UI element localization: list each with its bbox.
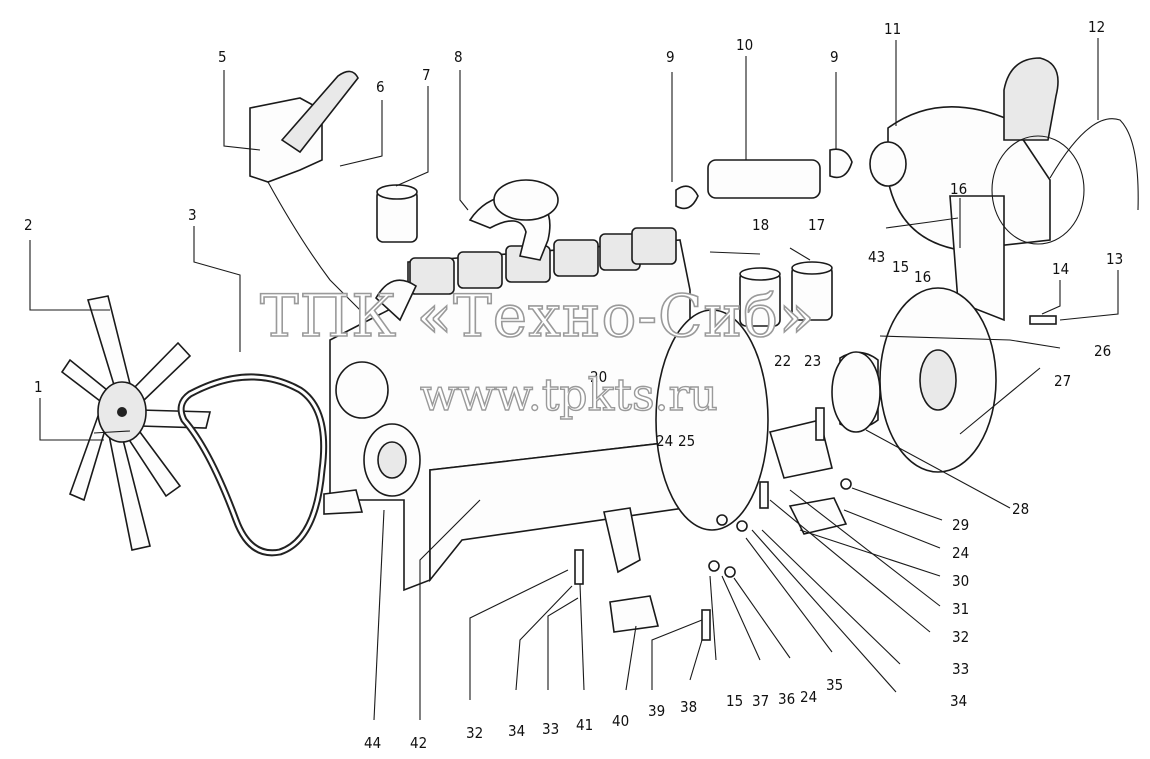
callout-36: 36	[778, 690, 795, 708]
callout-32b: 32	[466, 724, 483, 742]
callout-26: 26	[1094, 342, 1111, 360]
callout-18: 18	[752, 216, 769, 234]
callout-8: 8	[454, 48, 463, 66]
callout-9a: 9	[666, 48, 675, 66]
callout-34a: 34	[950, 692, 967, 710]
callout-5: 5	[218, 48, 227, 66]
callout-9b: 9	[830, 48, 839, 66]
callout-33a: 33	[952, 660, 969, 678]
callout-7: 7	[422, 66, 431, 84]
callout-23: 23	[804, 352, 821, 370]
callout-43: 43	[868, 248, 885, 266]
callout-39: 39	[648, 702, 665, 720]
leader-lines	[29, 38, 1119, 721]
callout-24b: 24	[952, 544, 969, 562]
engine-block	[329, 179, 769, 592]
callout-6: 6	[376, 78, 385, 96]
callout-34b: 34	[508, 722, 525, 740]
callout-22: 22	[774, 352, 791, 370]
callout-44: 44	[364, 734, 381, 752]
callout-38: 38	[680, 698, 697, 716]
callout-31: 31	[952, 600, 969, 618]
callout-41: 41	[576, 716, 593, 734]
callout-24a: 24	[656, 432, 673, 450]
callout-35: 35	[826, 676, 843, 694]
callout-30: 30	[952, 572, 969, 590]
callout-3: 3	[188, 206, 197, 224]
callout-28: 28	[1012, 500, 1029, 518]
callout-24c: 24	[800, 688, 817, 706]
callout-1: 1	[34, 378, 43, 396]
callout-40: 40	[612, 712, 629, 730]
callout-37: 37	[752, 692, 769, 710]
callout-17: 17	[808, 216, 825, 234]
callout-15a: 15	[892, 258, 909, 276]
watermark-url: www.tpkts.ru	[420, 370, 718, 421]
callout-13: 13	[1106, 250, 1123, 268]
callout-12: 12	[1088, 18, 1105, 36]
callout-10: 10	[736, 36, 753, 54]
callout-16a: 16	[950, 180, 967, 198]
callout-27: 27	[1054, 372, 1071, 390]
callout-29: 29	[952, 516, 969, 534]
callout-14: 14	[1052, 260, 1069, 278]
throttle-bracket	[249, 70, 369, 319]
air-cleaner	[869, 57, 1139, 322]
callout-20: 20	[590, 368, 607, 386]
callout-16b: 16	[914, 268, 931, 286]
callout-labels: 1 2 3 5 6 7 8 9 10 9 11 12 13 14 16 43 1…	[24, 18, 1123, 752]
callout-25: 25	[678, 432, 695, 450]
callout-11: 11	[884, 20, 901, 38]
callout-32a: 32	[952, 628, 969, 646]
callout-42: 42	[410, 734, 427, 752]
callout-15b: 15	[726, 692, 743, 710]
watermark-company: ТПК «Техно-Сиб»	[260, 282, 815, 350]
callout-2: 2	[24, 216, 33, 234]
callout-33b: 33	[542, 720, 559, 738]
fan-assembly	[60, 295, 212, 551]
